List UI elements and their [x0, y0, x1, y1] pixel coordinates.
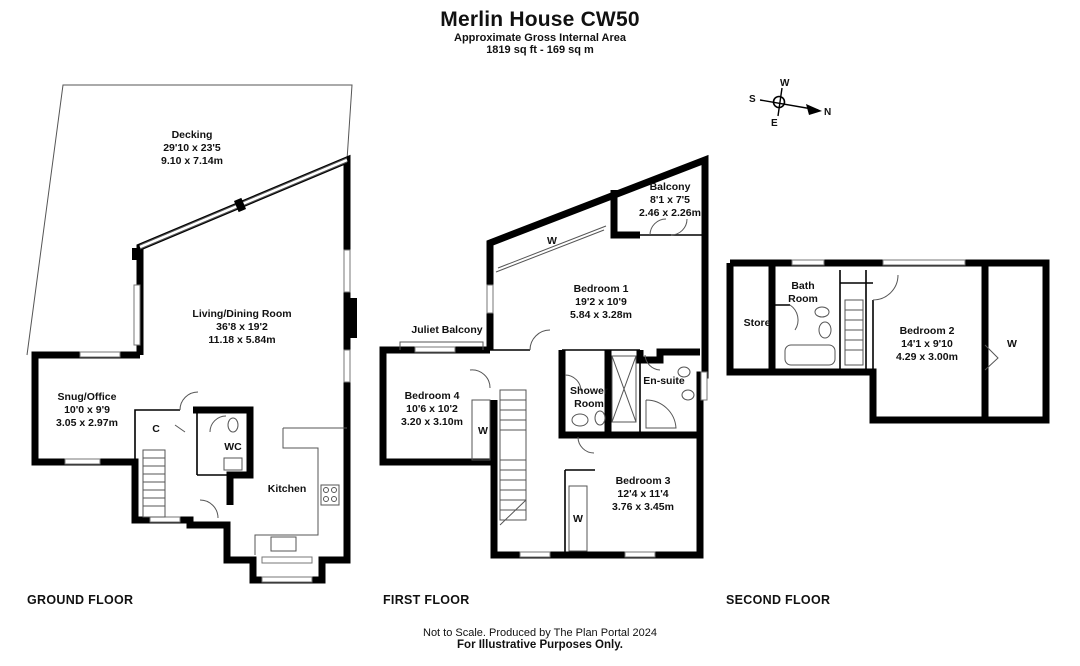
bedroom3-imperial: 12'4 x 11'4	[617, 488, 668, 500]
bedroom1-imperial: 19'2 x 10'9	[575, 296, 627, 308]
bedroom4-metric: 3.20 x 3.10m	[401, 416, 463, 428]
living-room-imperial: 36'8 x 19'2	[216, 321, 268, 333]
bathroom-label-2: Room	[788, 293, 818, 305]
footer-illustrative-note: For Illustrative Purposes Only.	[457, 639, 623, 651]
snug-imperial: 10'0 x 9'9	[64, 404, 110, 416]
area-caption: Approximate Gross Internal Area	[454, 32, 626, 44]
cupboard-label: C	[152, 423, 160, 435]
footer-disclaimer: Not to Scale. Produced by The Plan Porta…	[423, 627, 657, 639]
decking-outline	[26, 84, 353, 356]
ground-floor-plan: Decking 29'10 x 23'5 9.10 x 7.14m Living…	[26, 84, 357, 584]
wc-label: WC	[224, 441, 242, 453]
title-block: Merlin House CW50 Approximate Gross Inte…	[0, 8, 1080, 56]
kitchen-label: Kitchen	[268, 483, 307, 495]
wardrobe-label-bed4: W	[478, 425, 488, 437]
snug-label: Snug/Office	[58, 391, 117, 403]
bedroom3-label: Bedroom 3	[616, 475, 671, 487]
store-label: Store	[744, 317, 771, 329]
wardrobe-label-bed2: W	[1007, 338, 1017, 350]
decking-imperial: 29'10 x 23'5	[163, 142, 221, 154]
snug-metric: 3.05 x 2.97m	[56, 417, 118, 429]
balcony-imperial: 8'1 x 7'5	[650, 194, 690, 206]
compass-w-label: W	[780, 78, 790, 89]
compass-icon: S W E N	[749, 78, 831, 129]
ensuite-label: En-suite	[643, 375, 685, 387]
bedroom1-label: Bedroom 1	[574, 283, 629, 295]
wardrobe-label-bed1: W	[547, 235, 557, 247]
compass-e-label: E	[771, 118, 778, 129]
shower-room-label-1: Shower	[570, 385, 608, 397]
footer: Not to Scale. Produced by The Plan Porta…	[0, 627, 1080, 651]
second-floor-label: SECOND FLOOR	[726, 593, 831, 607]
bathroom-label-1: Bath	[791, 280, 814, 292]
balcony-label: Balcony	[650, 181, 691, 193]
area-value: 1819 sq ft - 169 sq m	[486, 44, 594, 56]
shower-room-label-2: Room	[574, 398, 604, 410]
bedroom2-label: Bedroom 2	[900, 325, 955, 337]
bedroom3-metric: 3.76 x 3.45m	[612, 501, 674, 513]
decking-metric: 9.10 x 7.14m	[161, 155, 223, 167]
bedroom4-label: Bedroom 4	[405, 390, 460, 402]
first-floor-label: FIRST FLOOR	[383, 593, 470, 607]
juliet-balcony-label: Juliet Balcony	[411, 324, 482, 336]
bedroom1-metric: 5.84 x 3.28m	[570, 309, 632, 321]
second-floor-plan: Bath Room Store Bedroom 2 14'1 x 9'10 4.…	[726, 259, 1050, 424]
bedroom2-metric: 4.29 x 3.00m	[896, 351, 958, 363]
wardrobe-label-bed3: W	[573, 513, 583, 525]
plan-title: Merlin House CW50	[440, 8, 640, 31]
compass-n-label: N	[824, 107, 831, 118]
decking-label: Decking	[172, 129, 213, 141]
living-room-metric: 11.18 x 5.84m	[208, 334, 275, 346]
bedroom4-imperial: 10'6 x 10'2	[406, 403, 458, 415]
bedroom2-imperial: 14'1 x 9'10	[901, 338, 953, 350]
balcony-metric: 2.46 x 2.26m	[639, 207, 701, 219]
compass-s-label: S	[749, 94, 756, 105]
living-room-label: Living/Dining Room	[192, 308, 291, 320]
ground-floor-label: GROUND FLOOR	[27, 593, 134, 607]
first-floor-plan: Balcony 8'1 x 7'5 2.46 x 2.26m W Bedroom…	[379, 154, 709, 559]
